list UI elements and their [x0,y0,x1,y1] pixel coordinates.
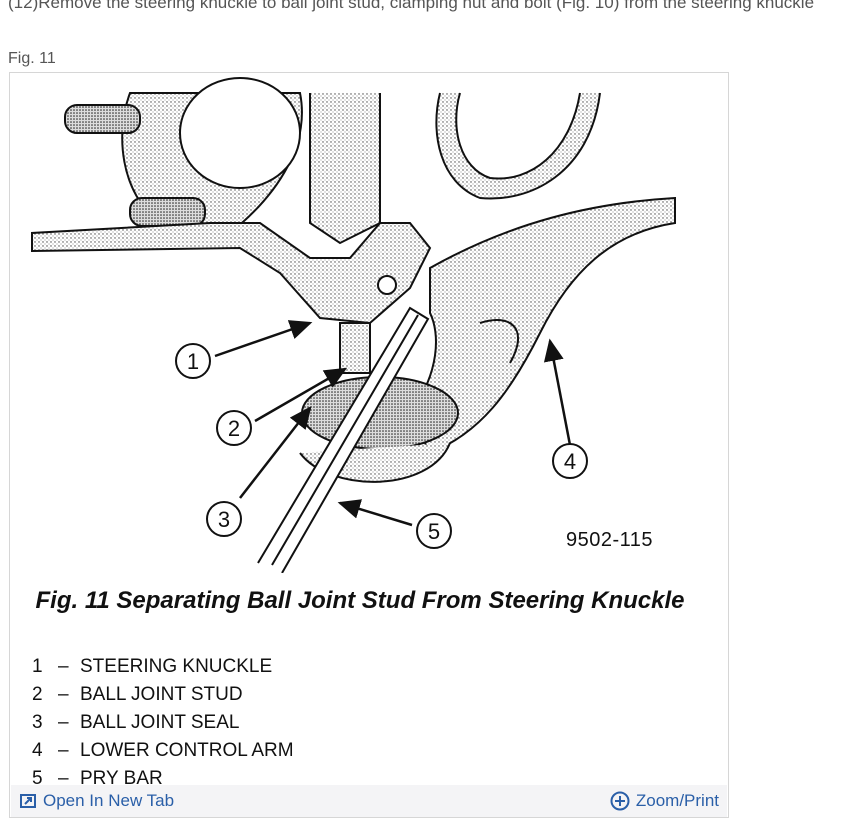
open-new-tab-icon [20,794,36,808]
legend-item: 1–STEERING KNUCKLE [32,656,273,677]
figure-number: 9502-115 [566,529,654,551]
callout-5: 5 [428,519,440,544]
steering-knuckle-illustration: 1 2 3 4 5 [31,77,676,573]
figure-container: 1 2 3 4 5 9502-115 Fig. 11 Separating Ba… [9,72,729,818]
open-new-tab-button[interactable]: Open In New Tab [11,791,182,811]
zoom-print-label: Zoom/Print [635,791,719,810]
zoom-print-button[interactable]: Zoom/Print [602,791,727,811]
callout-4: 4 [564,449,576,474]
figure-label: Fig. 11 [8,50,56,67]
legend-list: 1–STEERING KNUCKLE 2–BALL JOINT STUD 3–B… [32,653,294,793]
open-new-tab-label: Open In New Tab [43,791,175,810]
legend-item: 4–LOWER CONTROL ARM [32,740,294,761]
legend-item: 3–BALL JOINT SEAL [32,712,240,733]
instruction-text: (12)Remove the steering knuckle to ball … [8,0,815,12]
zoom-plus-icon [610,791,630,811]
legend-item: 2–BALL JOINT STUD [32,684,243,705]
callout-3: 3 [218,507,230,532]
callout-2: 2 [228,416,240,441]
figure-caption: Fig. 11 Separating Ball Joint Stud From … [35,587,685,614]
figure-toolbar: Open In New Tab Zoom/Print [11,785,727,817]
legend-item: 5–PRY BAR [32,768,163,789]
callout-1: 1 [187,349,199,374]
